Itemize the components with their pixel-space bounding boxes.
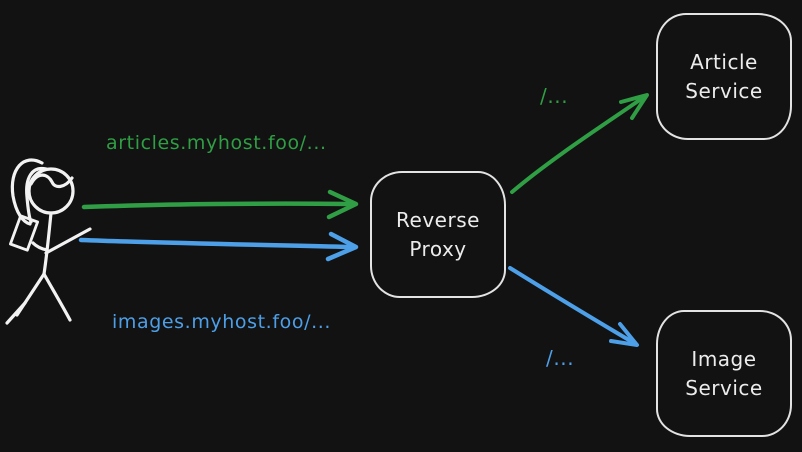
node-image-service: Image Service [656, 310, 792, 437]
node-article-service: Article Service [656, 13, 792, 140]
arrow-images-request-line [78, 237, 353, 250]
phone-icon [9, 214, 39, 252]
edge-label-images-path: /... [546, 346, 575, 370]
node-reverse-proxy-line2: Proxy [409, 236, 467, 261]
node-reverse-proxy-line1: Reverse [396, 208, 480, 233]
user-ponytail [10, 158, 44, 226]
arrow-articles-request-line [81, 201, 353, 210]
user-right-arm [44, 227, 92, 255]
node-article-service-label: Article Service [685, 48, 762, 105]
node-reverse-proxy: Reverse Proxy [370, 171, 506, 298]
edge-label-articles-host: articles.myhost.foo/... [106, 132, 327, 154]
node-image-service-label: Image Service [685, 345, 762, 402]
arrow-articles-request-head [326, 189, 359, 220]
user-right-leg [42, 272, 72, 322]
user-hair [29, 173, 74, 189]
node-article-service-line2: Service [685, 78, 763, 103]
arrow-images-route-head [609, 322, 639, 347]
arrow-images-route [508, 266, 639, 347]
arrow-articles-route [510, 93, 649, 194]
edge-label-articles-path: /... [540, 84, 569, 108]
user-head [27, 167, 75, 215]
user-left-foot [5, 301, 27, 325]
user-figure [5, 158, 92, 325]
node-reverse-proxy-label: Reverse Proxy [396, 206, 480, 263]
node-article-service-line1: Article [690, 50, 758, 75]
user-left-arm [31, 241, 49, 252]
user-torso [42, 211, 53, 276]
arrow-images-route-line [508, 266, 636, 345]
edge-label-images-host: images.myhost.foo/... [112, 311, 331, 333]
arrow-images-request-head [325, 231, 359, 262]
arrow-articles-route-line [510, 95, 646, 194]
arrow-images-request [78, 231, 359, 262]
node-image-service-line1: Image [691, 347, 757, 372]
arrow-articles-route-head [619, 93, 649, 120]
user-ponytail-inner [25, 166, 48, 224]
node-image-service-line2: Service [685, 375, 763, 400]
arrow-articles-request [81, 189, 359, 220]
